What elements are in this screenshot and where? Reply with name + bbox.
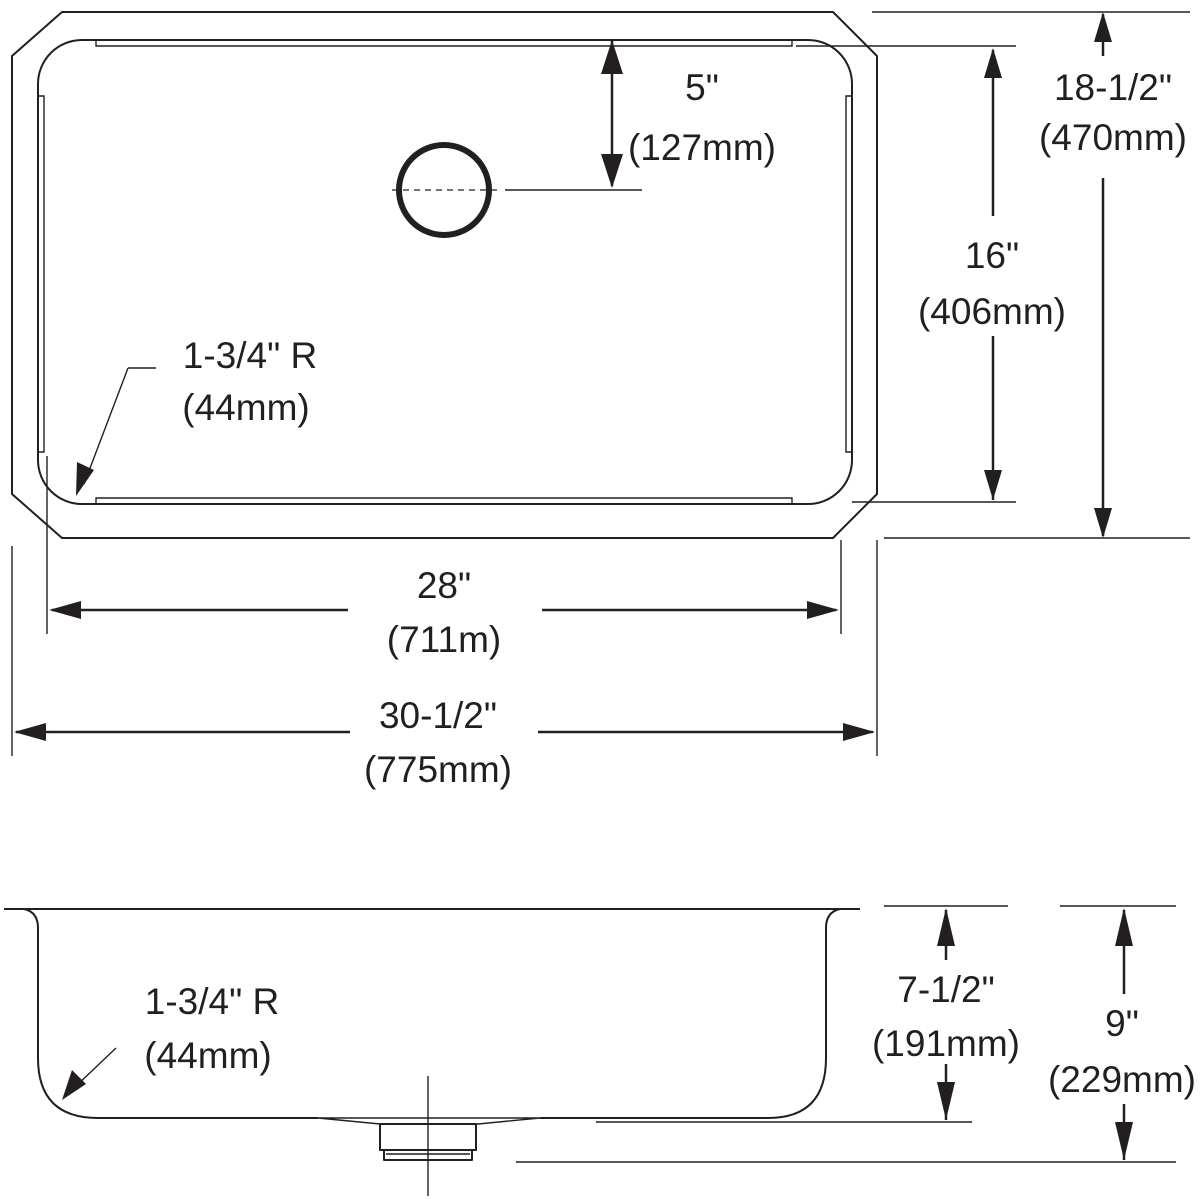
bowl-length-metric: (406mm)	[918, 291, 1066, 332]
side-radius-callout: 1-3/4" R (44mm)	[62, 981, 279, 1100]
side-radius-imperial: 1-3/4" R	[145, 981, 279, 1022]
bowl-outline	[37, 39, 853, 505]
overall-length-metric: (470mm)	[1039, 117, 1187, 158]
bowl-width-dimension: 28" (711m)	[46, 456, 842, 660]
overall-length-dimension: 18-1/2" (470mm)	[872, 11, 1190, 539]
side-radius-metric: (44mm)	[144, 1035, 271, 1076]
bowl-depth-metric: (191mm)	[872, 1023, 1020, 1064]
overall-width-imperial: 30-1/2"	[379, 695, 497, 736]
bowl-ledge	[38, 40, 852, 504]
bowl-profile	[4, 908, 860, 1119]
overall-depth-dimension: 9" (229mm)	[516, 905, 1196, 1163]
side-view: 1-3/4" R (44mm) 7-1/2" (191mm) 9" (229mm…	[4, 905, 1196, 1196]
overall-length-imperial: 18-1/2"	[1054, 67, 1172, 108]
sink-flange-outline	[11, 11, 878, 539]
bowl-length-dimension: 16" (406mm)	[796, 45, 1066, 503]
top-view: 5" (127mm) 16" (406mm) 18-1/2" (470mm)	[11, 11, 1190, 790]
overall-depth-metric: (229mm)	[1048, 1059, 1196, 1100]
drain-icon	[396, 142, 492, 238]
drain-offset-dimension: 5" (127mm)	[601, 40, 776, 188]
bowl-width-imperial: 28"	[417, 565, 471, 606]
bowl-width-metric: (711m)	[387, 619, 501, 660]
overall-depth-imperial: 9"	[1105, 1003, 1139, 1044]
top-radius-imperial: 1-3/4" R	[183, 335, 317, 376]
top-radius-metric: (44mm)	[182, 387, 309, 428]
drain-offset-metric: (127mm)	[628, 127, 776, 168]
drain-offset-imperial: 5"	[685, 67, 719, 108]
bowl-depth-dimension: 7-1/2" (191mm)	[596, 905, 1020, 1123]
overall-width-metric: (775mm)	[364, 749, 512, 790]
bowl-length-imperial: 16"	[965, 235, 1019, 276]
overall-width-dimension: 30-1/2" (775mm)	[11, 540, 878, 790]
corner-radius-callout: 1-3/4" R (44mm)	[76, 335, 317, 496]
bowl-depth-imperial: 7-1/2"	[897, 969, 994, 1010]
